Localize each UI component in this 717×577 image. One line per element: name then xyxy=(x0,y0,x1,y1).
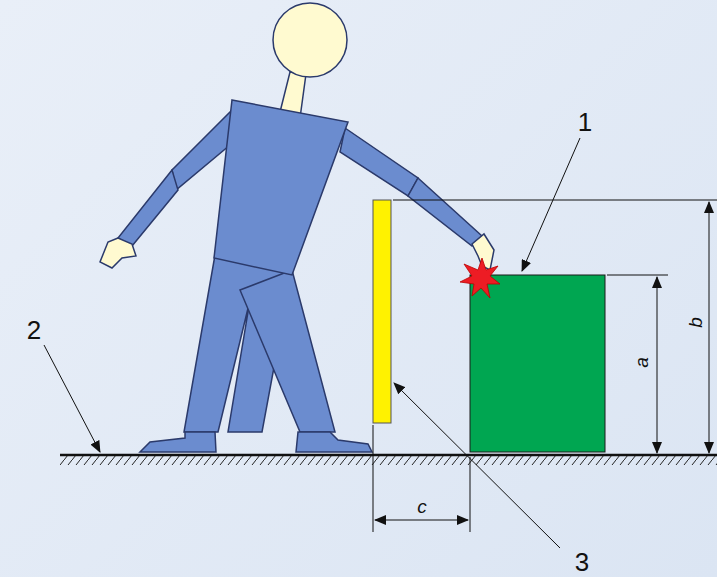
callout-number: 3 xyxy=(575,549,589,575)
ground-hatch xyxy=(60,455,717,465)
dimension-lines xyxy=(373,200,717,532)
hazard-box xyxy=(470,275,605,452)
barrier xyxy=(373,200,391,423)
dimension-label: b xyxy=(685,317,704,328)
contact-star xyxy=(460,258,500,298)
leader-lines xyxy=(44,138,580,548)
ground-line xyxy=(60,454,717,457)
callout-number: 2 xyxy=(27,317,41,343)
callout-number: 1 xyxy=(578,109,592,135)
dimension-label: a xyxy=(631,357,650,368)
dimension-label: c xyxy=(417,497,427,516)
person xyxy=(100,3,494,452)
